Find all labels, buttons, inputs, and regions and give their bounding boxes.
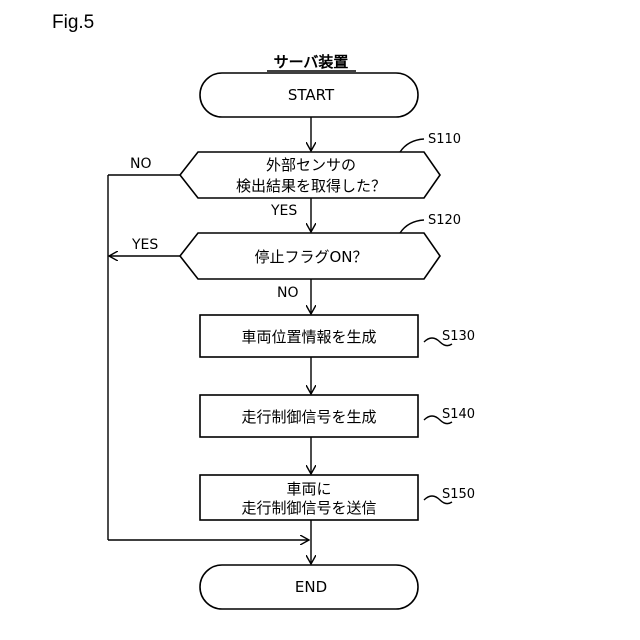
figure-label: Fig.5: [52, 12, 94, 33]
start-label: START: [288, 86, 335, 104]
s110-line-2: 検出結果を取得した？: [236, 177, 386, 195]
s140-step-id: S140: [442, 407, 475, 422]
s120-no-label: NO: [277, 285, 299, 301]
s110-yes-label: YES: [270, 203, 297, 219]
s110-leader: [400, 139, 424, 152]
s130-step-id: S130: [442, 329, 475, 344]
s120-yes-label: YES: [131, 237, 158, 253]
s120-step-id: S120: [428, 213, 461, 228]
s150-line-2: 走行制御信号を送信: [241, 499, 376, 517]
s110-no-label: NO: [130, 156, 152, 172]
s150-line-1: 車両に: [286, 480, 331, 498]
end-label: END: [295, 578, 327, 596]
s150-step-id: S150: [442, 487, 475, 502]
s110-line-1: 外部センサの: [266, 156, 356, 174]
header-title: サーバ装置: [274, 53, 349, 71]
s120-line-1: 停止フラグON？: [254, 248, 367, 266]
s110-step-id: S110: [428, 132, 461, 147]
s130-line-1: 車両位置情報を生成: [241, 328, 376, 346]
s120-leader: [400, 220, 424, 233]
s140-line-1: 走行制御信号を生成: [241, 408, 376, 426]
